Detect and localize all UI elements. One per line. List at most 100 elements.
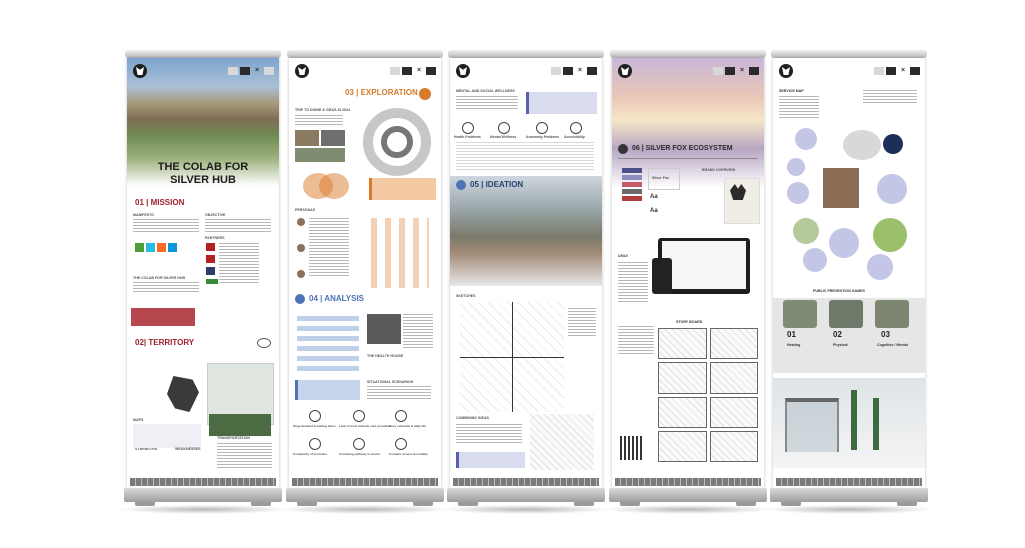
quote-box — [131, 308, 195, 326]
banner-panel-4: × 06 | SILVER FOX ECOSYSTEM Silver Fox A… — [612, 58, 764, 488]
pain-point-1: Huge demand & waiting times — [293, 424, 336, 428]
service-node — [803, 248, 827, 272]
rollup-banner-4: × 06 | SILVER FOX ECOSYSTEM Silver Fox A… — [602, 50, 774, 514]
rollup-banner-5: × SERVICE MAP PUBLIC PREVENTION GAMES 01… — [763, 50, 935, 514]
floor-shadow — [763, 505, 935, 514]
uxui-label: UX/UI — [618, 254, 628, 258]
exploration-wheel-inner — [381, 126, 413, 158]
chart-icon — [456, 180, 466, 190]
village-photo — [450, 176, 602, 286]
service-node — [787, 158, 805, 176]
banner-base — [286, 488, 444, 502]
wellness-text — [456, 96, 518, 110]
banner-foot — [736, 502, 756, 506]
sponsor-logo-icon — [713, 67, 723, 75]
transportation-label: TRANSPORTATION — [217, 436, 251, 440]
sponsor-logo-icon — [910, 67, 920, 75]
chart-icon — [295, 294, 305, 304]
rollup-banner-2: × 03 | EXPLORATION TRIP TO DIGNE & GRAS-… — [279, 50, 451, 514]
sponsor-logo-icon — [725, 67, 735, 75]
sponsor-logo-icon — [886, 67, 896, 75]
combining-text — [456, 424, 522, 444]
team-photos — [130, 478, 276, 486]
sponsor-logo-icon — [426, 67, 436, 75]
banner-foot — [458, 502, 478, 506]
floor-shadow — [279, 505, 451, 514]
colab-text — [133, 282, 199, 292]
wellness-label: MENTAL AND SOCIAL WELLNESS — [456, 89, 515, 93]
banner-base — [609, 488, 767, 502]
service-node — [793, 218, 819, 244]
sponsor-logos: × — [228, 67, 274, 75]
pain-point-6: Complex access & mobility — [389, 452, 428, 456]
service-node — [883, 134, 903, 154]
brand-mockup — [724, 178, 760, 224]
typography-sample: Aa — [650, 194, 658, 200]
service-node — [873, 218, 907, 252]
trip-photo — [295, 130, 319, 146]
prevention-label: PUBLIC PREVENTION GAMES — [813, 289, 865, 293]
sponsor-logos: × — [551, 67, 597, 75]
sunset-photo — [612, 58, 764, 188]
swot-label: STRENGTHS — [135, 447, 158, 451]
logo-fox-icon — [456, 64, 470, 78]
partners-text — [219, 243, 259, 283]
service-node — [795, 128, 817, 150]
sponsor-logos: × — [713, 67, 759, 75]
sponsor-logo-icon — [563, 67, 573, 75]
brand-overview-label: BRAND OVERVIEW — [702, 168, 736, 172]
story-intro-text — [618, 326, 654, 356]
analysis-quote-box — [295, 380, 360, 400]
sponsor-logo-icon — [402, 67, 412, 75]
accessibility-icon — [570, 122, 582, 134]
bus-shelter — [785, 398, 839, 452]
combined-sketch — [530, 414, 594, 470]
service-map-label: SERVICE MAP — [779, 89, 804, 93]
sponsor-logos: × — [390, 67, 436, 75]
brand-name: Silver Fox — [652, 176, 670, 180]
section-title-ecosystem: 06 | SILVER FOX ECOSYSTEM — [632, 145, 733, 152]
wellness-quote-box — [526, 92, 597, 114]
prevention-number-2: 02 — [833, 330, 842, 339]
prevention-number-3: 03 — [881, 330, 890, 339]
ux-screen — [662, 241, 746, 289]
exercise-equipment — [851, 390, 857, 450]
cross-icon: × — [900, 67, 906, 74]
banner-panel-2: × 03 | EXPLORATION TRIP TO DIGNE & GRAS-… — [289, 58, 441, 488]
banner-base — [447, 488, 605, 502]
banner-foot — [574, 502, 594, 506]
section-title-territory: 02| TERRITORY — [135, 338, 195, 347]
pain-icon — [353, 410, 365, 422]
health-house-label: THE HEALTH HOUSE — [367, 354, 404, 358]
weaknesses-label: WEAKNESSES — [175, 447, 201, 451]
team-photos — [776, 478, 922, 486]
banner-foot — [781, 502, 801, 506]
title-underline — [618, 158, 758, 159]
trip-photo — [295, 148, 345, 162]
manifesto-text — [133, 219, 199, 233]
logo-fox-icon — [133, 64, 147, 78]
mental-icon — [498, 122, 510, 134]
exploration-quote-box — [369, 178, 436, 200]
page-title: THE COLAB FOR SILVER HUB — [157, 161, 249, 186]
section-title-ideation: 05 | IDEATION — [470, 180, 524, 189]
building-illustration — [823, 168, 859, 208]
sponsor-logo-icon — [390, 67, 400, 75]
service-node — [787, 182, 809, 204]
storyboard-grid — [658, 328, 758, 462]
bus-stop-scene — [773, 378, 925, 468]
trip-text — [295, 115, 343, 127]
column-mental: Mental Wellness — [490, 135, 517, 139]
persona-text — [309, 218, 349, 278]
territory-map — [167, 376, 199, 412]
banner-foot — [135, 502, 155, 506]
service-map-text-2 — [863, 90, 917, 104]
health-icon — [462, 122, 474, 134]
banner-foot — [251, 502, 271, 506]
venn-diagram — [319, 173, 349, 199]
column-accessibility: Accessibility — [564, 135, 585, 139]
prevention-hearing: Hearing — [787, 343, 801, 347]
matrix-axis-v — [512, 302, 513, 412]
exercise-equipment — [873, 398, 879, 450]
trip-label: TRIP TO DIGNE & GRAS-SI 2024 — [295, 108, 350, 112]
